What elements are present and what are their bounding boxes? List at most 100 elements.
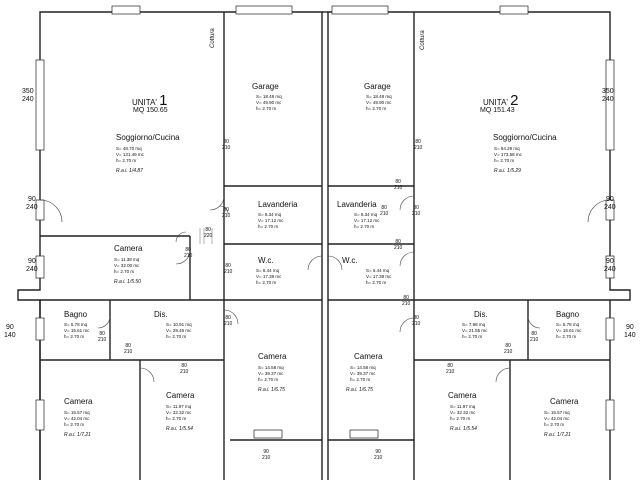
stat-v: V= 21.55 mc [462, 328, 488, 334]
window-dim-left-350: 350 240 [22, 88, 34, 104]
room-name-camera-bc-right: Camera [448, 391, 477, 400]
stat-v: V= 17.39 mc [256, 274, 282, 280]
room-stats-bagno-left: S= 5.78 mq V= 15.61 mc h= 2.70 m [64, 322, 89, 340]
dim-bottom: 210 [222, 144, 231, 151]
dim-bottom: 210 [184, 252, 193, 259]
rai-camera-bc-right: R.a.i. 1/5.54 [450, 426, 477, 432]
stat-h: h= 2.70 m [494, 158, 515, 164]
room-name-lavanderia-right: Lavanderia [337, 200, 377, 209]
dim-bottom: 210 [262, 454, 271, 461]
stat-h: h= 2.70 m [258, 377, 279, 383]
cottura-label-left: Cottura [210, 28, 216, 48]
unit-1-title: UNITA' [132, 98, 157, 107]
dim-top: 80 [505, 343, 511, 349]
door-dim-garage-left: 80 210 [222, 139, 231, 151]
dim-bottom: 210 [224, 320, 233, 327]
room-stats-bagno-right: S= 5.78 mq V= 15.61 mc h= 2.70 m [556, 322, 581, 340]
room-name-camera-mid-right: Camera [354, 352, 383, 361]
door-swings [39, 195, 611, 383]
stat-s: S= 5.78 mq [556, 322, 580, 327]
rai-camera-bc-left: R.a.i. 1/5.54 [166, 426, 193, 432]
dim-bottom: 140 [624, 332, 636, 340]
room-name-dis-right: Dis. [474, 310, 488, 319]
dim-bottom: 240 [602, 96, 614, 104]
window-dim-left-90-a: 90 240 [26, 196, 38, 212]
dim-bottom: 210 [374, 454, 383, 461]
dim-bottom: 210 [394, 184, 403, 191]
dim-bottom: 240 [604, 204, 616, 212]
window-dim-right-90-b: 90 240 [604, 258, 616, 274]
stat-v: V= 15.61 mc [556, 328, 582, 334]
room-stats-camera-bottom-right: S= 15.57 mq V= 42.04 mc h= 2.70 m [544, 410, 570, 428]
dim-bottom: 210 [380, 210, 389, 217]
stat-s: S= 10.91 mq [166, 322, 192, 327]
dim-top: 80 [125, 343, 131, 349]
stat-h: h= 2.70 m [166, 416, 187, 422]
stat-s: S= 6.44 mq [256, 268, 280, 273]
unit-2-label: UNITA' 2 [483, 93, 519, 108]
dim-bottom: 240 [26, 266, 38, 274]
dim-bottom: 210 [124, 348, 133, 355]
stat-h: h= 2.70 m [450, 416, 471, 422]
cottura-label-right: Cottura [420, 30, 426, 50]
stat-v: V= 42.04 mc [64, 416, 90, 422]
dim-bottom: 240 [22, 96, 34, 104]
stat-v: V= 17.12 mc [258, 218, 284, 224]
dim-bottom: 210 [412, 320, 421, 327]
stat-s: S= 11.38 mq [114, 257, 140, 262]
room-name-camera-mid-left: Camera [258, 352, 287, 361]
door-dim-camera-bc-left: 80 210 [180, 363, 188, 375]
stat-s: S= 48.70 mq [116, 146, 142, 151]
room-name-soggiorno-right: Soggiorno/Cucina [493, 133, 557, 142]
stat-v: V= 32.00 mc [114, 263, 140, 269]
window-dim-right-90-140: 90 140 [624, 324, 636, 340]
stat-h: h= 2.70 m [544, 422, 565, 428]
unit-2-title: UNITA' [483, 98, 508, 107]
stat-s: S= 18.48 mq [366, 94, 392, 99]
stat-v: V= 49.90 mc [366, 100, 392, 106]
dim-bottom: 240 [604, 266, 616, 274]
dim-top: 80 [223, 207, 229, 213]
stat-h: h= 2.70 m [462, 334, 483, 340]
window-dim-right-90-a: 90 240 [604, 196, 616, 212]
stat-h: h= 2.70 m [116, 158, 137, 164]
dim-top: 90 [375, 449, 381, 455]
dim-bottom: 210 [394, 244, 403, 251]
dim-top: 80 [413, 315, 419, 321]
room-name-dis-left: Dis. [154, 310, 168, 319]
room-stats-wc-left: S= 6.44 mq V= 17.39 mc h= 2.70 m [256, 268, 281, 286]
stat-h: h= 2.70 m [166, 334, 187, 340]
dim-top: 90 [5, 324, 14, 331]
stat-v: V= 17.39 mc [366, 274, 392, 280]
stat-v: V= 15.61 mc [64, 328, 90, 334]
room-stats-lavanderia-left: S= 6.34 mq V= 17.12 mc h= 2.70 m [258, 212, 283, 230]
rai-camera-mid-right: R.a.i. 1/6.75 [346, 387, 373, 393]
rai-camera-bottom-right: R.a.i. 1/7.21 [544, 432, 571, 438]
stat-s: S= 6.34 mq [258, 212, 282, 217]
door-dim-wc-right: 80 210 [394, 239, 403, 251]
dim-bottom: 210 [98, 336, 107, 343]
window-dim-left-90-140: 90 140 [4, 324, 16, 340]
door-dim-camera-small-left: 80 210 [184, 247, 193, 259]
door-dim-lavanderia-right: 80 210 [380, 205, 389, 217]
stat-s: S= 18.48 mq [256, 94, 282, 99]
room-stats-dis-left: S= 10.91 mq V= 29.46 mc h= 2.70 m [166, 322, 192, 340]
room-name-lavanderia-left: Lavanderia [258, 200, 298, 209]
stat-h: h= 2.70 m [256, 280, 277, 286]
room-stats-dis-right: S= 7.98 mq V= 21.55 mc h= 2.70 m [462, 322, 487, 340]
dim-bottom: 210 [412, 210, 421, 217]
dim-top: 80 [413, 205, 419, 211]
room-stats-garage-left: S= 18.48 mq V= 49.90 mc h= 2.70 m [256, 94, 282, 112]
door-dim-bottom-right: 90 210 [374, 449, 383, 461]
stat-s: S= 15.57 mq [64, 410, 90, 415]
stat-h: h= 2.70 m [64, 334, 85, 340]
stat-h: h= 2.70 m [258, 224, 279, 230]
dim-top: 80 [99, 331, 105, 337]
stat-h: h= 2.70 m [114, 269, 135, 275]
rai-camera-small-left: R.a.i. 1/5.50 [114, 279, 141, 285]
dim-top: 80 [225, 263, 231, 269]
unit-2-area: MQ 151.43 [480, 107, 515, 114]
rai-soggiorno-left: R.a.i. 1/4.87 [116, 168, 143, 174]
room-name-camera-bc-left: Camera [166, 391, 195, 400]
